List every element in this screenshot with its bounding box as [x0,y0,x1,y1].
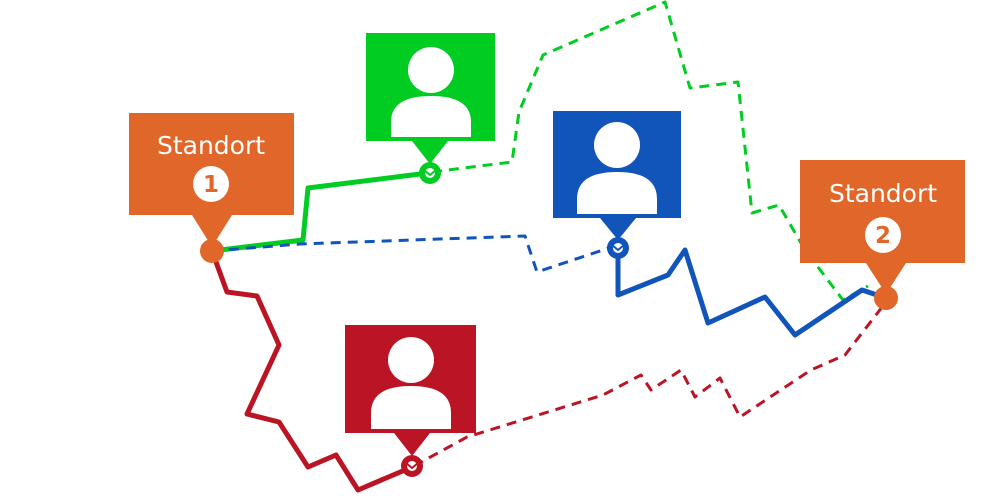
red-person-marker [345,325,476,477]
blue-route-solid [615,245,889,338]
site-1-number: 1 [203,172,219,198]
red-route-dashed [413,301,888,468]
blue-route-dashed [211,234,619,274]
green-route-solid [209,170,431,254]
site-1-pin [200,239,224,263]
red-route-solid [209,248,415,493]
site-2-pin [874,286,898,310]
site-1-label: Standort [157,131,265,160]
site-2-number: 2 [875,223,891,249]
person-icon [577,122,657,214]
routes [209,0,889,493]
site-1-number-badge [193,166,229,202]
location-pin-icon [401,455,423,477]
site-1-marker: Standort 1 [129,113,294,263]
site-2-number-badge [865,217,901,253]
location-pin-icon [607,237,629,259]
green-person-marker [366,33,495,184]
blue-person-marker [553,111,681,259]
location-pin-icon [419,162,441,184]
site-2-marker: Standort 2 [800,160,965,310]
site-2-label: Standort [829,179,937,208]
person-icon [391,47,471,137]
person-icon [371,337,451,429]
